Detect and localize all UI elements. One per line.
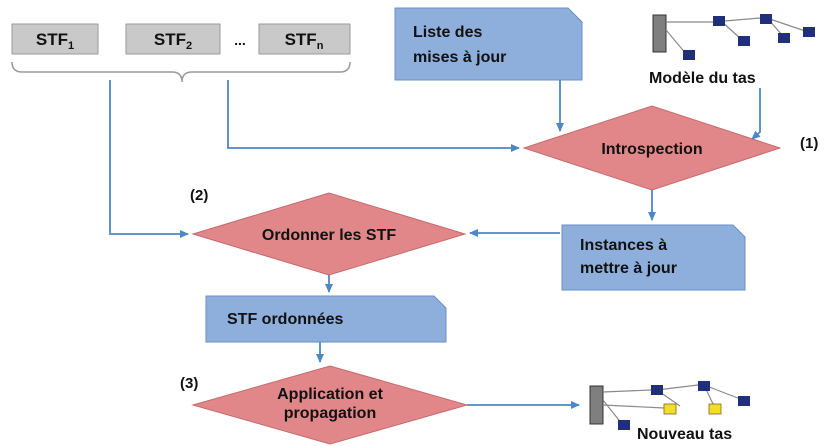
step-1-label: (1) (800, 135, 818, 152)
updates-list-line1: Liste des (413, 24, 482, 41)
stf-box-n: STFn (258, 23, 351, 55)
stf-ellipsis: ... (234, 32, 246, 48)
stf-box-2-label: STF (154, 30, 186, 49)
new-heap-caption: Nouveau tas (637, 426, 732, 443)
ordered-stf-doc: STF ordonnées (205, 295, 447, 343)
svg-text:STF2: STF2 (154, 30, 192, 52)
new-heap-icon (589, 381, 750, 430)
stf-box-n-sub: n (317, 40, 324, 52)
apply-line2: propagation (284, 405, 376, 422)
introspection-diamond (522, 105, 782, 191)
apply-line1: Application et (277, 386, 383, 403)
ordered-stf-label: STF ordonnées (227, 311, 344, 328)
stf-brace (11, 61, 351, 83)
instances-doc: Instances à mettre à jour (561, 224, 746, 291)
order-stf-diamond (191, 192, 467, 276)
stf-box-2: STF2 (125, 23, 221, 55)
svg-text:STF1: STF1 (36, 30, 74, 52)
stf-box-1-sub: 1 (68, 40, 74, 52)
arrow-stf-to-introspection (227, 80, 520, 152)
updates-list-line2: mises à jour (413, 49, 506, 66)
stf-box-2-sub: 2 (186, 40, 192, 52)
introspection-label: Introspection (601, 141, 702, 158)
stf-box-1-label: STF (36, 30, 68, 49)
heap-model-icon (652, 14, 815, 60)
stf-box-n-label: STF (285, 30, 317, 49)
arrow-heapmodel-to-introspection (751, 88, 761, 140)
svg-text:STFn: STFn (285, 30, 324, 52)
instances-line2: mettre à jour (580, 260, 677, 277)
instances-line1: Instances à (580, 237, 667, 254)
order-stf-label: Ordonner les STF (262, 227, 396, 244)
step-2-label: (2) (190, 187, 208, 204)
step-3-label: (3) (180, 375, 198, 392)
stf-box-1: STF1 (11, 23, 99, 55)
heap-model-caption: Modèle du tas (649, 70, 756, 87)
updates-list-doc: Liste des mises à jour (394, 7, 583, 81)
arrow-stf-to-order (109, 80, 189, 238)
